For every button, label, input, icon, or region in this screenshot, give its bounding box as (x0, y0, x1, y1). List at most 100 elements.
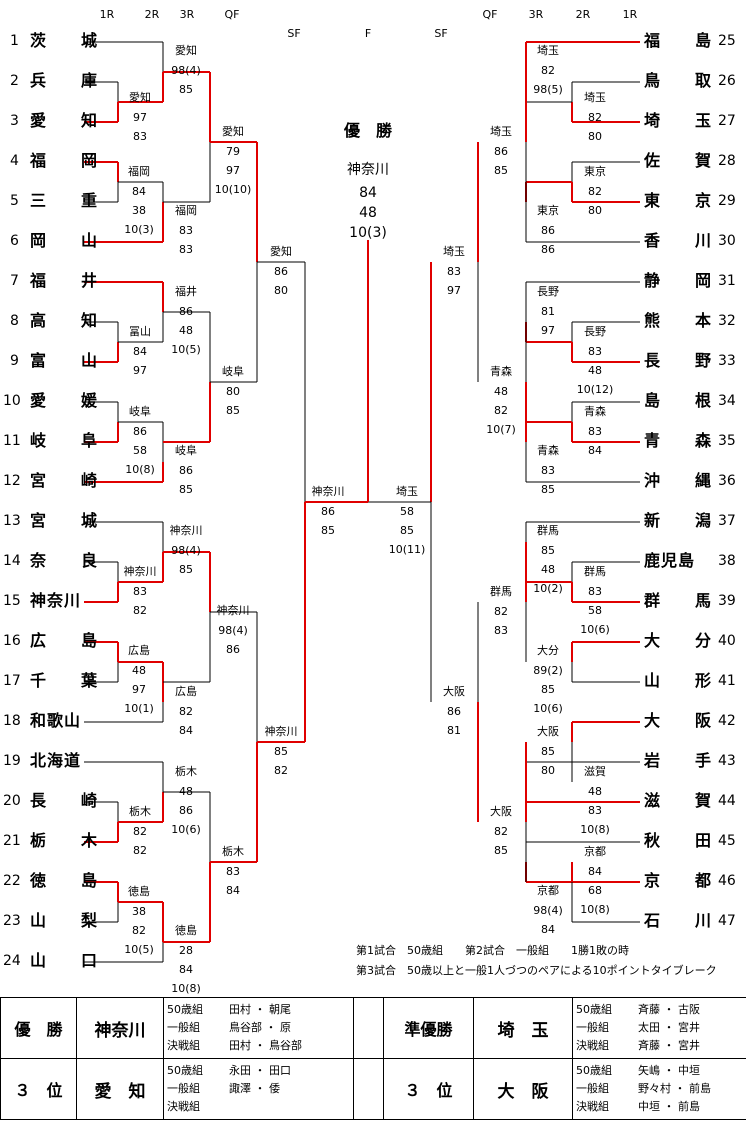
match-winner-label: 長野 (584, 325, 606, 338)
match-score: 86 (179, 464, 193, 477)
right-seed-number: 46 (718, 873, 736, 889)
match-score: 82 (133, 825, 147, 838)
right-prefecture-name: 静 岡 (644, 271, 713, 290)
right-prefecture-name: 秋 田 (644, 831, 713, 850)
match-score: 98(4) (218, 624, 248, 637)
right-seed-number: 25 (718, 33, 736, 49)
match-winner-label: 広島 (175, 685, 197, 698)
match-score: 86 (494, 145, 508, 158)
right-seed-number: 34 (718, 393, 736, 409)
left-prefecture-name: 徳 島 (30, 871, 99, 890)
left-seed-number: 8 (10, 313, 19, 329)
match-winner-label: 京都 (537, 884, 559, 897)
match-score: 85 (179, 563, 193, 576)
right-seed-number: 33 (718, 353, 736, 369)
match-score: 80 (274, 284, 288, 297)
match-score: 83 (588, 585, 602, 598)
match-score: 10(5) (124, 943, 154, 956)
match-score: 86 (447, 705, 461, 718)
round-label: QF (224, 8, 240, 21)
left-prefecture-name: 北海道 (30, 751, 82, 770)
match-winner-label: 京都 (584, 845, 606, 858)
match-score: 10(8) (171, 982, 201, 995)
left-seed-number: 5 (10, 193, 19, 209)
match-score: 82 (132, 924, 146, 937)
match-score: 10(2) (533, 582, 563, 595)
match-winner-label: 福井 (175, 285, 197, 298)
right-prefecture-name: 石 川 (644, 911, 713, 930)
team-third-right: 大 阪 (473, 1058, 573, 1120)
rules-note: 第1試合 50歳組 第2試合 一般組 1勝1敗の時 (356, 944, 629, 957)
members-runner-up: 50歳組斉藤 ・ 古阪 一般組太田 ・ 宮井 決戦組斉藤 ・ 宮井 (572, 997, 746, 1059)
match-winner-label: 大阪 (490, 805, 512, 818)
match-score: 85 (494, 164, 508, 177)
right-seed-number: 29 (718, 193, 736, 209)
left-prefecture-name: 栃 木 (30, 831, 99, 850)
match-score: 82 (133, 844, 147, 857)
match-score: 82 (541, 64, 555, 77)
match-winner-label: 群馬 (490, 585, 512, 598)
match-score: 68 (588, 884, 602, 897)
left-seed-number: 15 (3, 593, 21, 609)
right-prefecture-name: 沖 縄 (644, 471, 713, 490)
match-score: 10(8) (580, 823, 610, 836)
champion-score: 10(3) (349, 225, 387, 241)
left-prefecture-name: 宮 崎 (30, 471, 99, 490)
match-score: 82 (179, 705, 193, 718)
match-score: 10(3) (124, 223, 154, 236)
left-prefecture-name: 千 葉 (30, 671, 99, 690)
right-seed-number: 35 (718, 433, 736, 449)
match-score: 80 (541, 764, 555, 777)
match-score: 48 (494, 385, 508, 398)
right-prefecture-name: 東 京 (644, 191, 713, 210)
match-score: 10(6) (533, 702, 563, 715)
results-row-2: ３ 位 愛 知 50歳組永田 ・ 田口 一般組諏澤 ・ 倭 決戦組 ３ 位 大 … (0, 1058, 746, 1120)
match-score: 10(1) (124, 702, 154, 715)
match-score: 97 (133, 111, 147, 124)
match-score: 86 (541, 243, 555, 256)
match-score: 98(4) (533, 904, 563, 917)
left-prefecture-name: 山 口 (30, 951, 99, 970)
match-winner-label: 群馬 (537, 524, 559, 537)
left-prefecture-name: 茨 城 (30, 31, 99, 50)
right-seed-number: 43 (718, 753, 736, 769)
match-score: 48 (541, 563, 555, 576)
right-seed-number: 47 (718, 913, 736, 929)
match-winner-label: 群馬 (584, 565, 606, 578)
match-score: 83 (133, 585, 147, 598)
match-score: 10(12) (576, 383, 614, 396)
match-score: 10(8) (125, 463, 155, 476)
match-score: 83 (179, 243, 193, 256)
results-table: 優 勝 神奈川 50歳組田村 ・ 朝尾 一般組鳥谷部 ・ 原 決戦組田村 ・ 鳥… (0, 997, 746, 1120)
match-winner-label: 栃木 (222, 845, 244, 858)
match-score: 81 (541, 305, 555, 318)
match-winner-label: 埼玉 (537, 44, 559, 57)
left-prefecture-name: 三 重 (30, 191, 99, 210)
match-score: 86 (321, 505, 335, 518)
right-seed-number: 45 (718, 833, 736, 849)
match-winner-label: 栃木 (129, 805, 151, 818)
match-score: 80 (226, 385, 240, 398)
match-score: 10(7) (486, 423, 516, 436)
right-seed-number: 32 (718, 313, 736, 329)
match-score: 83 (588, 804, 602, 817)
left-seed-number: 18 (3, 713, 21, 729)
left-prefecture-name: 長 崎 (30, 791, 99, 810)
left-seed-number: 6 (10, 233, 19, 249)
match-score: 83 (588, 345, 602, 358)
match-score: 97 (133, 364, 147, 377)
right-prefecture-name: 香 川 (644, 231, 713, 250)
match-winner-label: 神奈川 (264, 725, 298, 738)
left-seed-number: 14 (3, 553, 21, 569)
left-prefecture-name: 和歌山 (30, 711, 82, 730)
match-winner-label: 青森 (490, 365, 512, 378)
match-score: 28 (179, 944, 193, 957)
left-prefecture-name: 神奈川 (30, 591, 82, 610)
right-prefecture-name: 群 馬 (644, 591, 713, 610)
left-prefecture-name: 愛 知 (30, 111, 99, 130)
match-score: 48 (179, 785, 193, 798)
match-score: 83 (226, 865, 240, 878)
match-score: 85 (179, 83, 193, 96)
match-score: 86 (274, 265, 288, 278)
left-prefecture-name: 富 山 (30, 351, 99, 370)
